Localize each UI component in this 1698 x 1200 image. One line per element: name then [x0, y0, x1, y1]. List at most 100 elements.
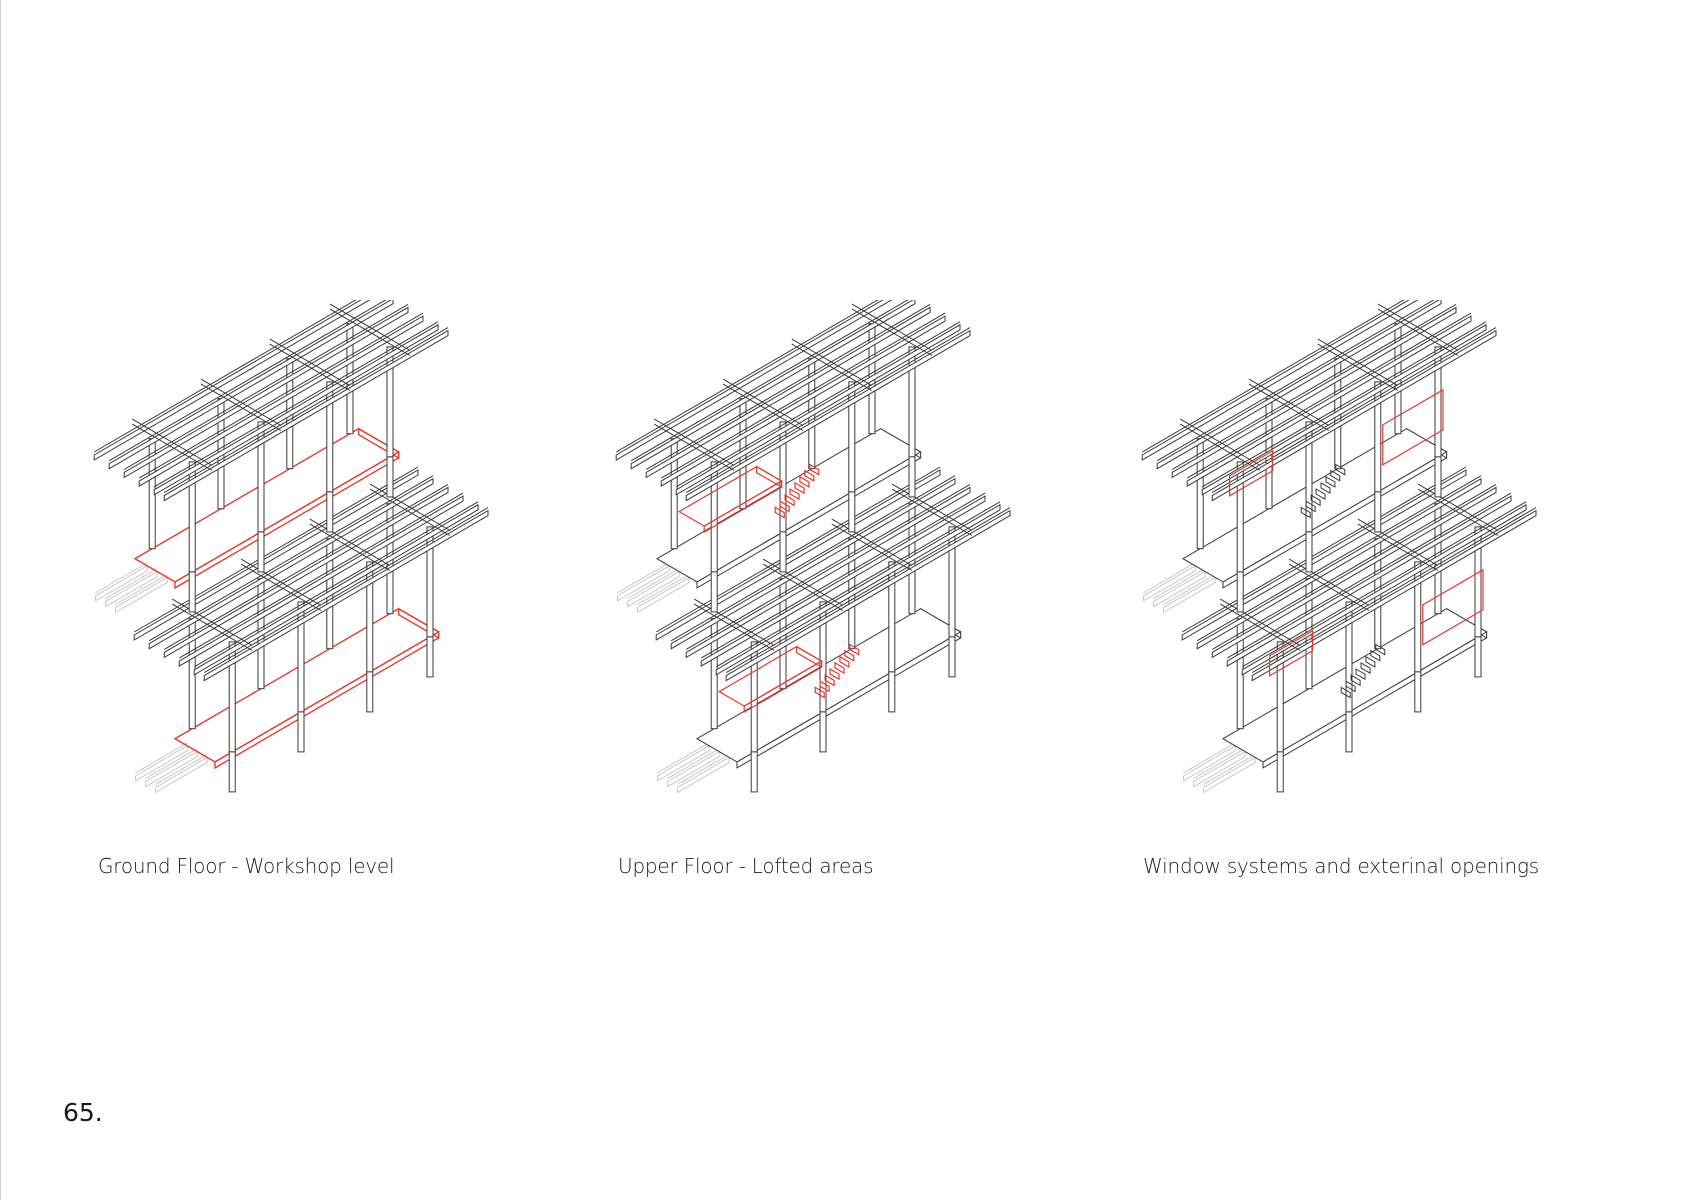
long-beam [700, 495, 986, 667]
cross-beam-edge [831, 523, 913, 571]
long-beam [655, 469, 941, 641]
diagram-window-systems [1138, 300, 1608, 820]
post [297, 711, 305, 753]
ghost-rail-top [1163, 573, 1216, 605]
long-beam [153, 323, 439, 496]
stair-step [829, 667, 840, 681]
ghost-rail-top [155, 753, 208, 785]
stair-step [1340, 686, 1351, 699]
cross-beam-edge [240, 563, 322, 611]
ghost-rail-top [95, 562, 148, 594]
cross-beam [653, 418, 735, 466]
ghost-rail [657, 744, 710, 782]
stair-step [1350, 674, 1361, 687]
slab-top [696, 608, 962, 763]
ghost-rail [637, 576, 690, 614]
post [326, 491, 334, 533]
long-beam [1211, 486, 1497, 659]
slab-top [173, 608, 440, 763]
ghost-rail [667, 750, 720, 788]
ghost-rail-top [677, 753, 730, 785]
stair-step [849, 643, 860, 656]
long-beam [685, 329, 971, 502]
post [188, 571, 196, 613]
cross-beam [200, 378, 282, 426]
long-beam [1196, 477, 1482, 650]
cross-beam [171, 598, 253, 646]
stair-step [1345, 680, 1356, 693]
post [1474, 636, 1482, 678]
long-beam [615, 300, 893, 461]
stair-step [819, 680, 830, 693]
cross-beam-edge [791, 343, 873, 391]
stair-step [1320, 482, 1331, 494]
long-beam [1171, 306, 1457, 479]
stair-step [809, 463, 820, 476]
cross-beam [722, 378, 804, 426]
caption-window-systems: Window systems and exterinal openings [1143, 854, 1540, 878]
ghost-rail-top [1143, 562, 1196, 594]
post [710, 571, 718, 613]
ghost-rail [145, 750, 198, 788]
long-beam [108, 300, 394, 470]
ghost-rail-top [637, 573, 690, 605]
post [1414, 671, 1422, 713]
post [1236, 571, 1244, 613]
cross-beam [1417, 483, 1499, 531]
page-number: 65. [63, 1098, 103, 1127]
cross-beam [1219, 598, 1301, 646]
stair-step [1365, 655, 1376, 668]
post [257, 531, 265, 573]
cross-beam [1377, 303, 1459, 351]
cross-beam-edge [1417, 488, 1499, 536]
cross-beam [851, 303, 933, 351]
long-beam [645, 306, 931, 479]
cross-beam-edge [1288, 563, 1370, 611]
long-beam [670, 477, 956, 650]
post [888, 671, 896, 713]
cross-beam-edge [1357, 523, 1439, 571]
cross-beam [891, 483, 973, 531]
post [386, 456, 394, 498]
ghost-rail [617, 564, 670, 602]
cross-beam [791, 338, 873, 386]
window-opening [1228, 449, 1274, 497]
long-beam [123, 306, 409, 479]
ghost-rail [1183, 744, 1236, 782]
stair-step [839, 655, 850, 669]
cross-beam-edge [1317, 343, 1399, 391]
stair-step [1370, 649, 1381, 662]
long-beam [1251, 509, 1537, 682]
cross-beam-edge [653, 423, 735, 471]
cross-beam-edge [329, 308, 411, 356]
slab-top [133, 428, 400, 583]
ghost-rail-top [1153, 568, 1206, 600]
long-beam [1141, 300, 1419, 461]
ghost-rail [677, 756, 730, 794]
slab-side [756, 465, 783, 489]
post [750, 751, 758, 793]
long-beam [178, 495, 464, 667]
cross-beam-edge [1377, 308, 1459, 356]
long-beam [715, 503, 1001, 676]
stair-step [1360, 662, 1371, 674]
ghost-rail-top [145, 748, 198, 780]
post [1305, 531, 1313, 573]
stair-step [1335, 463, 1346, 476]
long-beam [660, 315, 946, 487]
post [1345, 711, 1353, 753]
cross-beam-edge [309, 523, 391, 571]
stair-step [789, 487, 800, 501]
ghost-rail-top [657, 742, 710, 774]
axonometric-window-systems-svg [1141, 300, 1537, 794]
slab-top [1222, 608, 1488, 763]
window-opening [1422, 568, 1484, 646]
long-beam [1156, 300, 1442, 470]
stair-step [1305, 500, 1316, 513]
ghost-rail [1143, 564, 1196, 602]
stair-step [1315, 488, 1326, 501]
long-beam [203, 509, 489, 682]
long-beam [163, 329, 449, 502]
post [1374, 491, 1382, 533]
long-beam [630, 300, 916, 470]
